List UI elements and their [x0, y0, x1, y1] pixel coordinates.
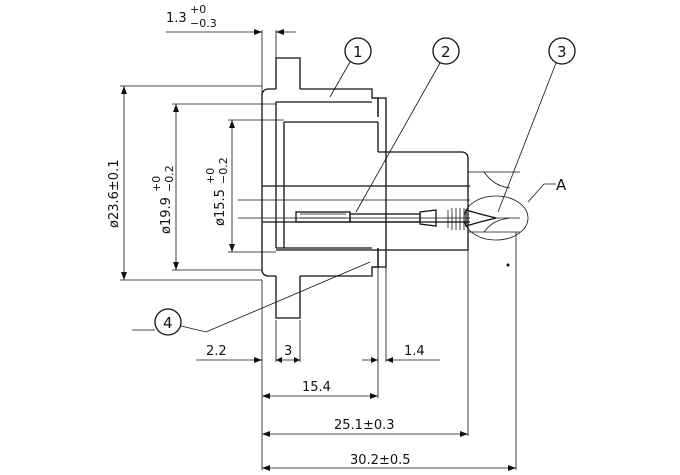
dim-2-2: 2.2 — [206, 344, 227, 359]
callout-2-label: 2 — [441, 43, 451, 61]
detail-a-circle — [463, 195, 529, 241]
dim-flange-base: 1.3 — [166, 11, 187, 26]
dim-dia-mid-lower-tol: −0.2 — [163, 165, 176, 192]
dim-flange-upper-tol: +0 — [190, 3, 206, 16]
detail-a-label: A — [556, 176, 567, 194]
dim-1-4: 1.4 — [404, 344, 425, 359]
reference-dot — [506, 263, 510, 267]
dim-3: 3 — [284, 344, 292, 359]
dim-15-4: 15.4 — [302, 380, 331, 395]
flange-thickness-dim — [166, 29, 296, 95]
connector-body — [261, 57, 520, 319]
dim-25-1: 25.1±0.3 — [334, 418, 395, 433]
callout-3-label: 3 — [557, 43, 567, 61]
dim-dia-inner-lower-tol: −0.2 — [217, 157, 230, 184]
callout-4: 4 — [132, 261, 371, 336]
diameter-dimensions — [120, 85, 284, 281]
detail-a-leader: A — [527, 176, 567, 203]
callout-1: 1 — [329, 37, 372, 98]
dim-dia-outer: ø23.6±0.1 — [107, 160, 122, 228]
dim-dia-mid-base: ø19.9 — [159, 197, 174, 234]
dim-30-2: 30.2±0.5 — [350, 453, 411, 468]
dim-flange-lower-tol: −0.3 — [190, 17, 217, 30]
dim-dia-inner-base: ø15.5 — [213, 189, 228, 226]
dim-dia-inner: ø15.5 +0 −0.2 — [204, 157, 230, 226]
dim-dia-mid: ø19.9 +0 −0.2 — [150, 165, 176, 234]
callout-2: 2 — [355, 37, 460, 213]
linear-dimensions — [196, 232, 517, 471]
dim-dia-mid-upper-tol: +0 — [150, 176, 163, 192]
callout-3: 3 — [497, 37, 576, 213]
callout-4-label: 4 — [163, 314, 173, 332]
callout-1-label: 1 — [353, 43, 363, 61]
dim-dia-inner-upper-tol: +0 — [204, 168, 217, 184]
contact-pin — [238, 185, 520, 230]
